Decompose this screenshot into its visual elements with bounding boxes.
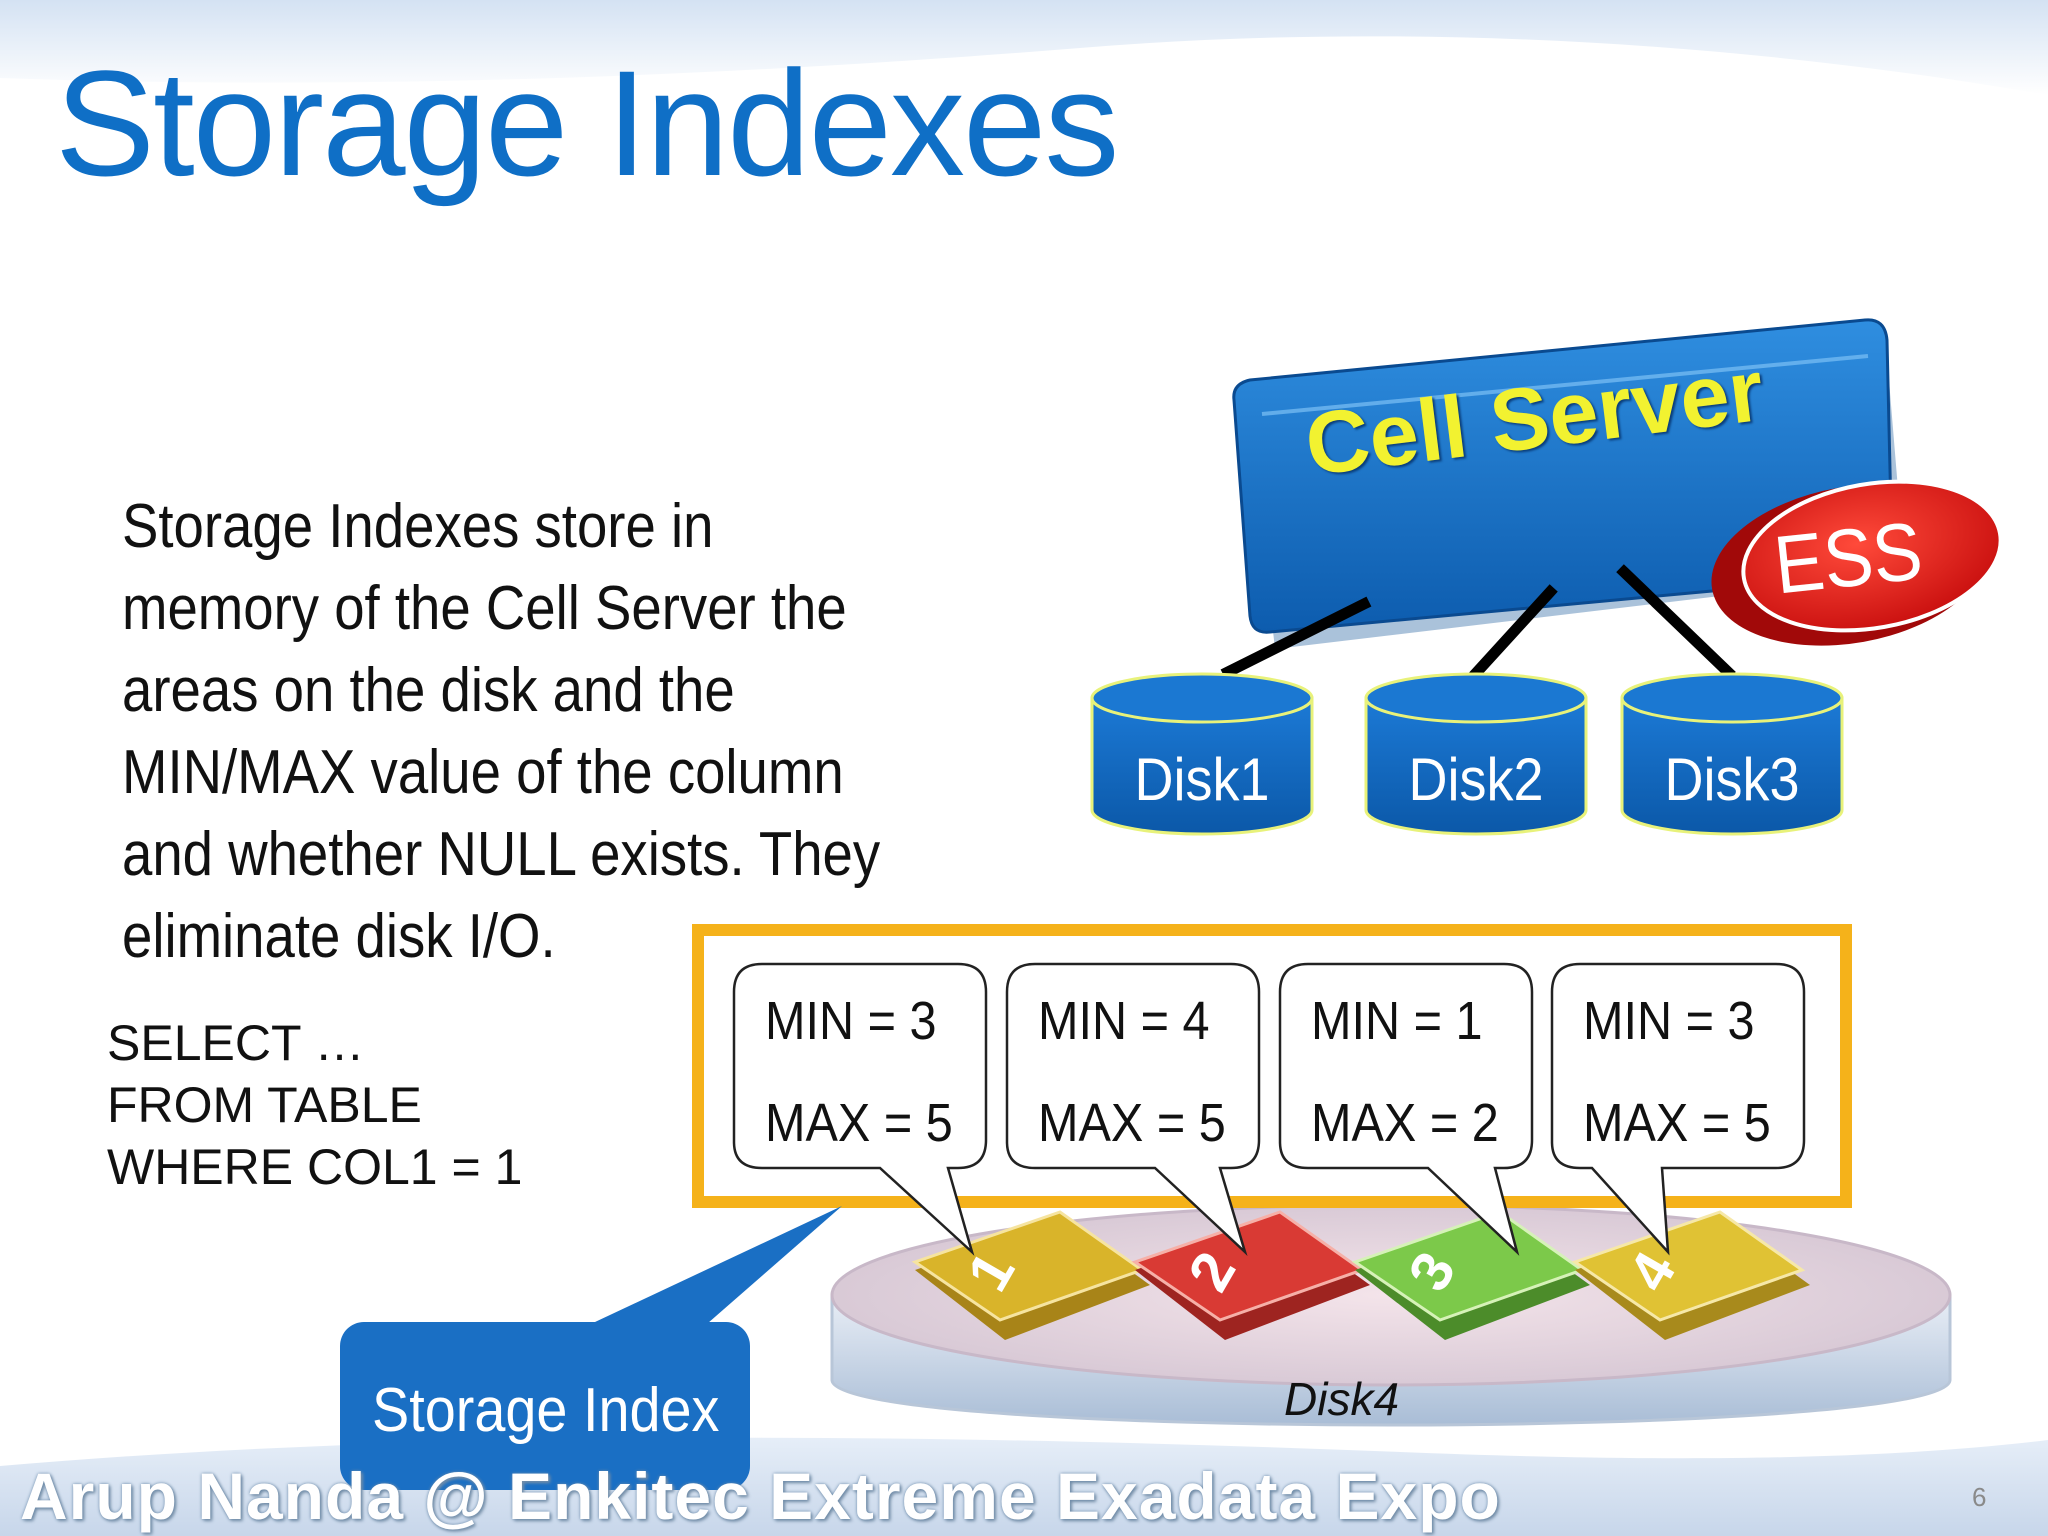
callout-bubble-1 bbox=[732, 962, 988, 1256]
top-wave-decoration bbox=[0, 0, 2048, 95]
region-4-min: MIN = 3 bbox=[1583, 991, 1755, 1051]
region-2-min: MIN = 4 bbox=[1038, 991, 1210, 1051]
disk2-label: Disk2 bbox=[1408, 746, 1544, 813]
region-1-max: MAX = 5 bbox=[765, 1093, 953, 1153]
sql-line-from: FROM TABLE bbox=[107, 1077, 422, 1133]
disk4-label: Disk4 bbox=[1284, 1373, 1400, 1425]
region-block-4 bbox=[1571, 1210, 1810, 1340]
callout-4-text: MIN = 3 MAX = 5 bbox=[1583, 970, 1771, 1174]
disk1-label: Disk1 bbox=[1134, 746, 1270, 813]
region-2-max: MAX = 5 bbox=[1038, 1093, 1226, 1153]
disk3-cylinder bbox=[1620, 672, 1844, 836]
region-4-max: MAX = 5 bbox=[1583, 1093, 1771, 1153]
region-1-min: MIN = 3 bbox=[765, 991, 937, 1051]
ess-ellipse bbox=[1711, 479, 2003, 646]
storage-index-label: Storage Index bbox=[372, 1376, 720, 1445]
disk2-cylinder bbox=[1364, 672, 1588, 836]
storage-index-callout bbox=[340, 1206, 842, 1490]
page-number: 6 bbox=[1972, 1482, 1987, 1512]
region-3-min: MIN = 1 bbox=[1311, 991, 1483, 1051]
footer-text: Arup Nanda @ Enkitec Extreme Exadata Exp… bbox=[20, 1459, 1501, 1533]
storage-index-highlight-box bbox=[692, 924, 1852, 1208]
callout-bubble-3 bbox=[1278, 962, 1534, 1256]
callout-3-text: MIN = 1 MAX = 2 bbox=[1311, 970, 1499, 1174]
callout-bubble-2 bbox=[1005, 962, 1261, 1257]
ess-label: ESS bbox=[1770, 505, 1927, 612]
disk3-label: Disk3 bbox=[1664, 746, 1800, 813]
slide-body-text: Storage Indexes store in memory of the C… bbox=[122, 492, 881, 971]
sql-line-where: WHERE COL1 = 1 bbox=[107, 1139, 523, 1195]
callout-bubble-4 bbox=[1550, 962, 1806, 1256]
disk1-cylinder bbox=[1090, 672, 1314, 836]
region-block-1 bbox=[911, 1210, 1150, 1340]
slide-title: Storage Indexes bbox=[55, 39, 1119, 207]
callout-2-text: MIN = 4 MAX = 5 bbox=[1038, 970, 1226, 1174]
cell-to-disk-connectors bbox=[1220, 564, 1736, 680]
sql-line-select: SELECT … bbox=[107, 1015, 365, 1071]
sql-query: SELECT … FROM TABLE WHERE COL1 = 1 bbox=[107, 1012, 522, 1198]
region-3-max: MAX = 2 bbox=[1311, 1093, 1499, 1153]
callout-1-text: MIN = 3 MAX = 5 bbox=[765, 970, 953, 1174]
